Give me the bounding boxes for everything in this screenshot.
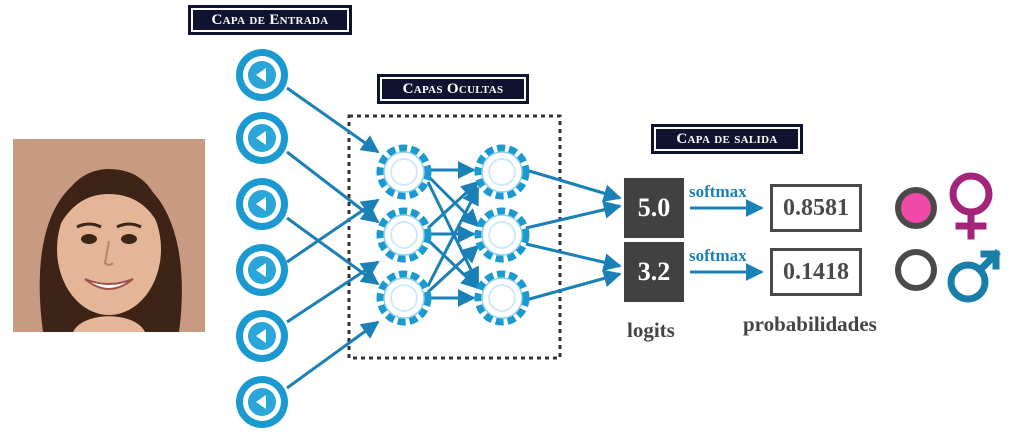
softmax-arrows: [690, 199, 764, 281]
output-connections: [525, 168, 622, 302]
input-connections: [286, 86, 380, 390]
hidden-node: [478, 274, 526, 322]
hidden-node: [380, 274, 428, 322]
hidden-node: [380, 211, 428, 259]
hidden-layers-label: Capas Ocultas: [377, 74, 529, 104]
hidden-layers-box: [347, 114, 562, 360]
input-node: [236, 244, 288, 296]
logit-value: 5.0: [624, 178, 684, 238]
probability-value: 0.1418: [770, 248, 862, 296]
hidden-node: [478, 148, 526, 196]
logits-caption: logits: [627, 318, 675, 342]
input-layer-nodes: [236, 49, 288, 428]
male-indicator-circle: [895, 249, 937, 291]
input-node: [236, 112, 288, 164]
softmax-label: softmax: [689, 246, 747, 265]
hidden-connections: [426, 161, 480, 307]
output-layer-label: Capa de salida: [651, 124, 803, 154]
probabilities-caption: probabilidades: [743, 312, 877, 336]
female-symbol-icon: [949, 172, 993, 240]
input-node: [236, 376, 288, 428]
male-symbol-icon: [947, 249, 1001, 303]
face-photo: [13, 139, 205, 332]
hidden-node: [478, 211, 526, 259]
input-layer-label: Capa de Entrada: [188, 5, 352, 35]
input-node: [236, 310, 288, 362]
softmax-label: softmax: [689, 182, 747, 201]
hidden-node: [380, 148, 428, 196]
logit-value: 3.2: [624, 242, 684, 302]
input-node: [236, 178, 288, 230]
probability-value: 0.8581: [770, 184, 862, 232]
female-indicator-circle: [895, 187, 937, 229]
input-node: [236, 49, 288, 101]
